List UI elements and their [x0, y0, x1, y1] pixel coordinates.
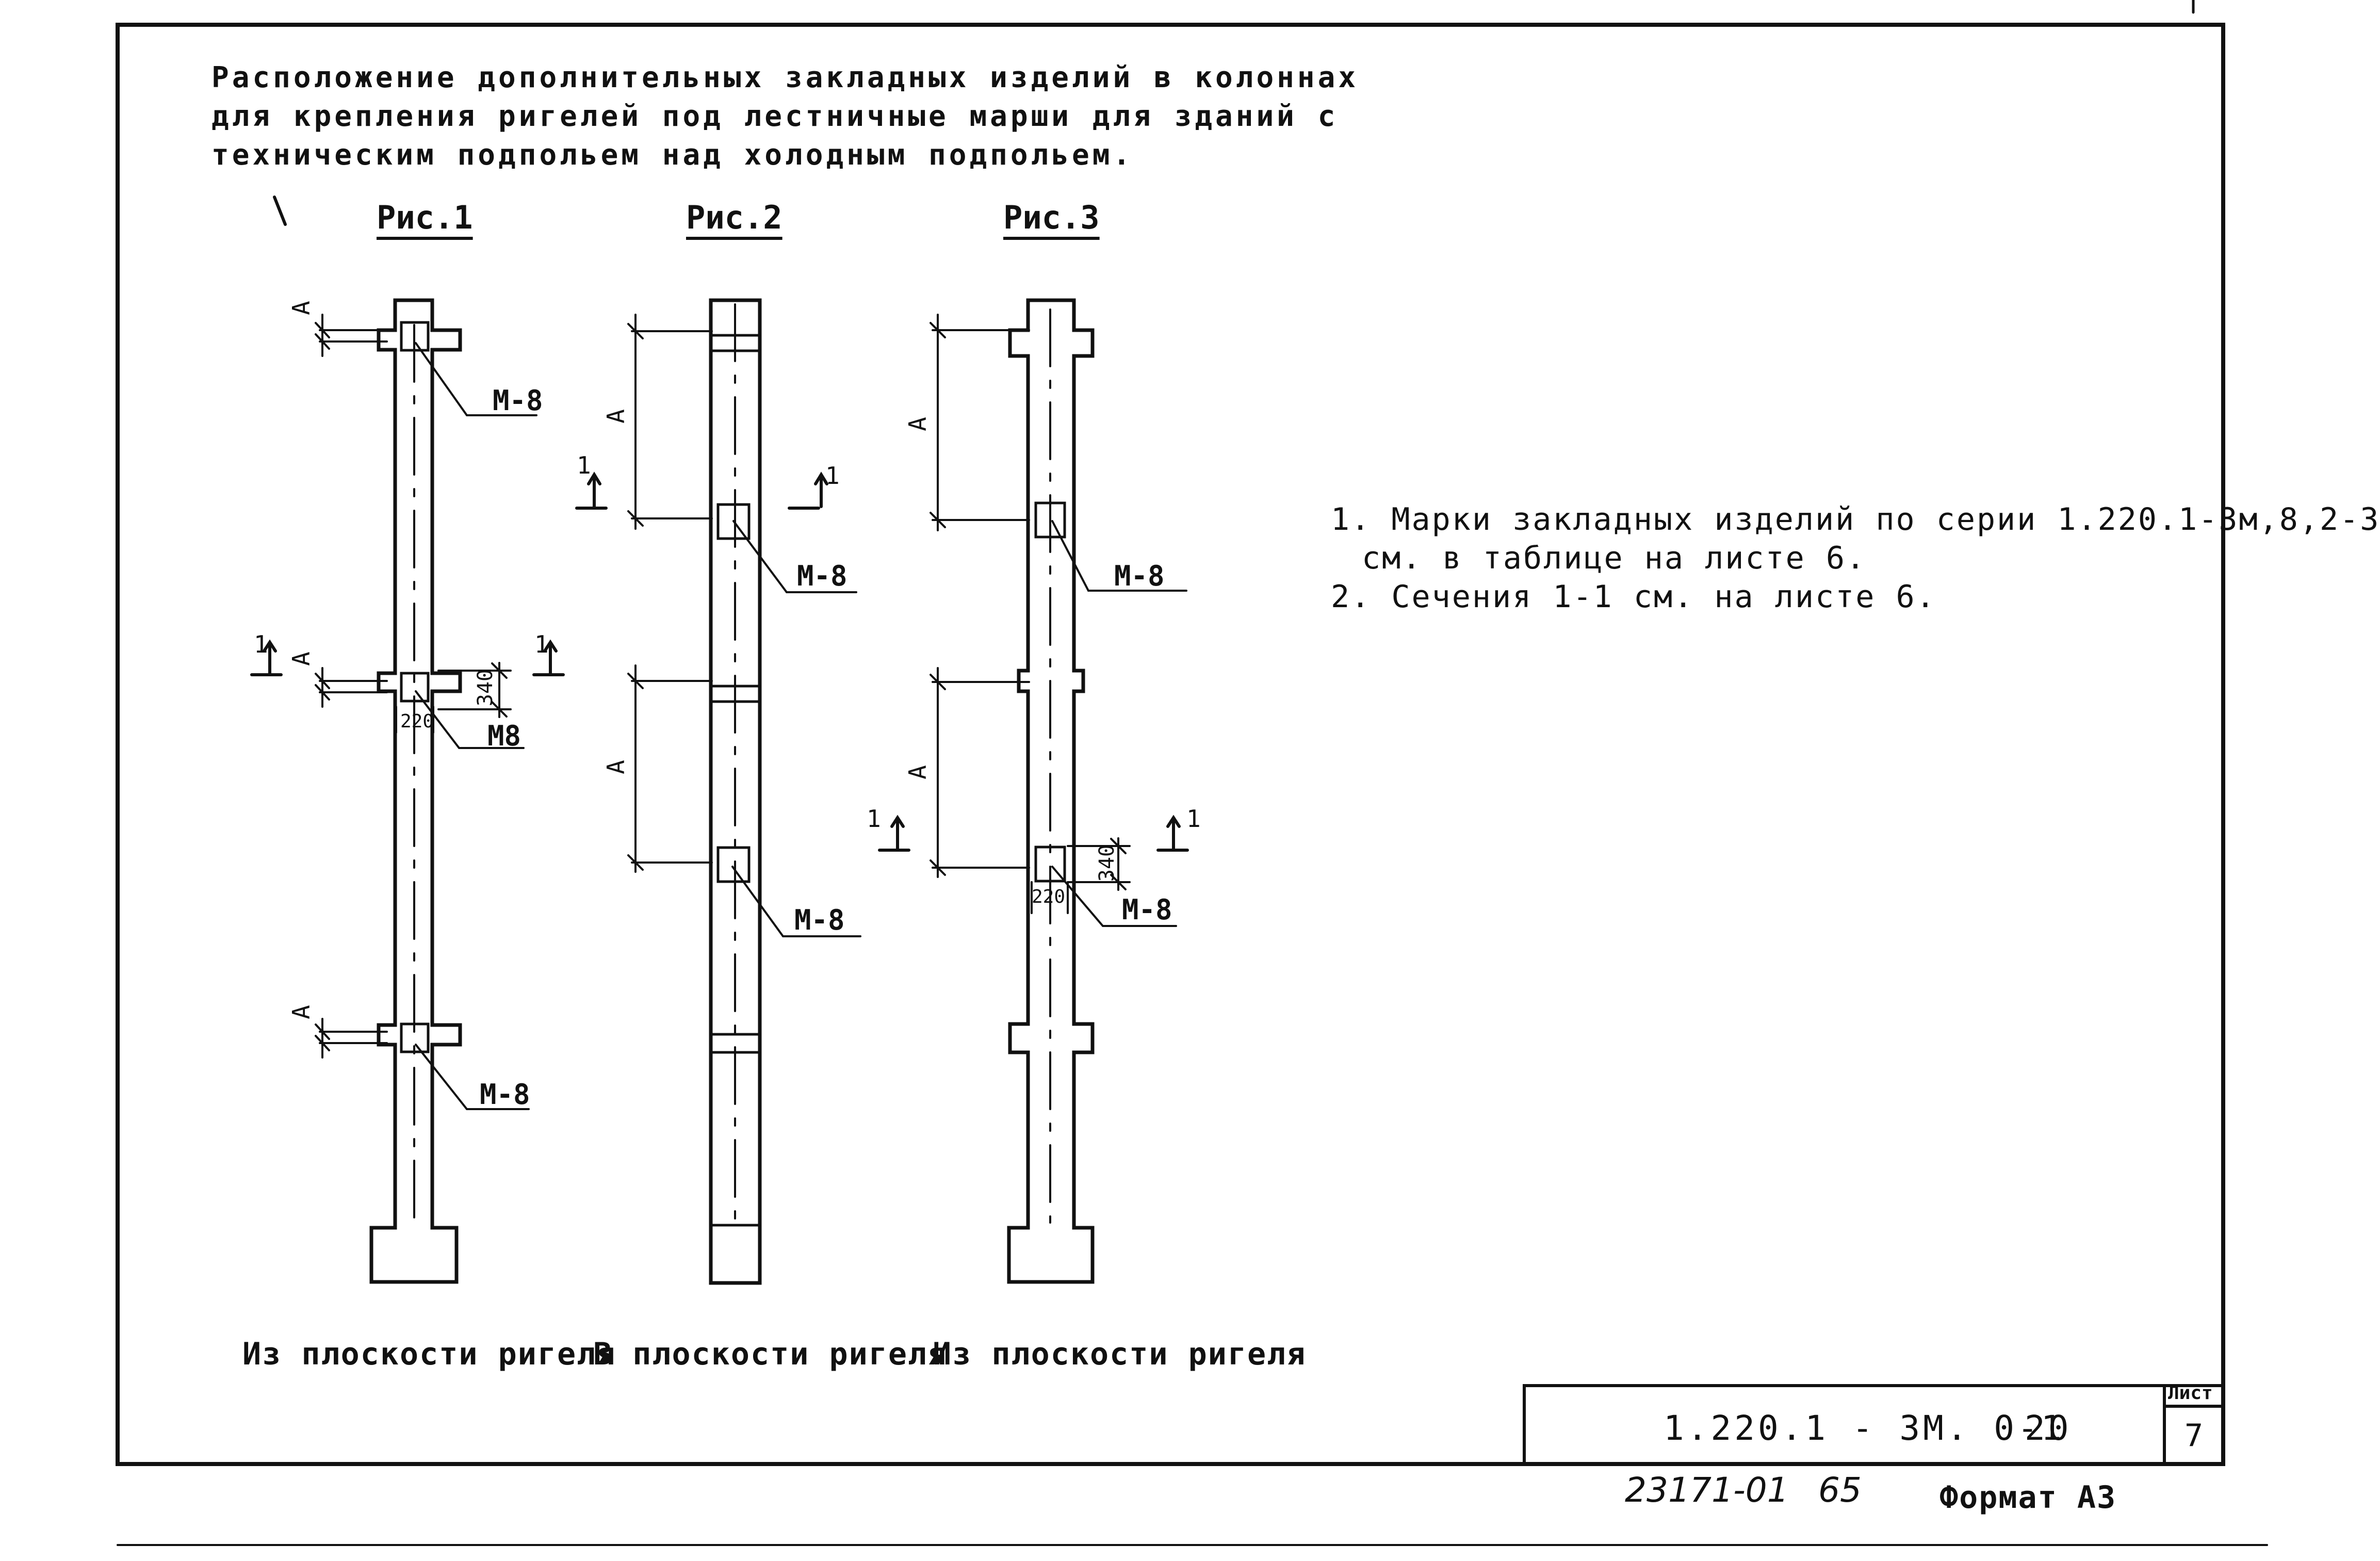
title-block-code: 1.220.1 - 3М. 0-1	[1664, 1408, 2065, 1448]
section-marks-fig3	[878, 815, 1189, 852]
fig1-section-mark-left: 1	[254, 630, 268, 658]
embedded-plates-fig3	[1034, 501, 1066, 883]
column-fig1	[369, 298, 462, 1284]
leaders-fig1	[415, 342, 537, 1110]
note-1-line-1: 1. Марки закладных изделий по серии 1.22…	[1331, 501, 2380, 538]
fig3-label-m8-top: M-8	[1114, 560, 1165, 592]
fig3-dim-A-bottom: A	[903, 765, 932, 779]
title-block-sheet-number: 7	[2185, 1418, 2207, 1454]
figure-2-title: Рис.2	[686, 199, 783, 236]
fig2-label-m8-top: M-8	[797, 560, 847, 592]
figure-3-caption: Из плоскости ригеля	[933, 1336, 1307, 1372]
column-fig2	[709, 298, 762, 1285]
fig3-dim-A-top: A	[903, 417, 932, 431]
dimension-A-fig1	[315, 314, 388, 1059]
dimension-A-fig2	[627, 314, 713, 873]
fig1-dim-A-top: A	[287, 301, 315, 315]
fig1-label-m8-middle: M8	[487, 720, 521, 752]
fig3-dim-340: 340	[1095, 844, 1119, 882]
fig3-section-mark-left: 1	[867, 805, 881, 833]
title-block-sheet-label: Лист	[2168, 1383, 2213, 1404]
fig2-dim-A-top: A	[601, 409, 630, 424]
fig1-dim-A-bottom: A	[287, 1005, 315, 1019]
drawing-title-line-1: Расположение дополнительных закладных из…	[211, 61, 1359, 94]
note-1-line-2: см. в таблице на листе 6.	[1362, 540, 1867, 576]
fig3-label-m8-bottom: M-8	[1122, 893, 1172, 926]
column-fig3	[1007, 298, 1095, 1284]
fig2-section-mark-left: 1	[577, 451, 591, 479]
figure-1-caption: Из плоскости ригеля	[242, 1336, 616, 1372]
figure-1-title: Рис.1	[377, 199, 473, 236]
fig1-section-mark-right: 1	[534, 630, 549, 658]
paper-format: Формат А3	[1939, 1479, 2117, 1516]
fig1-label-m8-bottom: M-8	[480, 1078, 530, 1111]
annotation-slash	[273, 196, 287, 226]
fig1-dim-A-middle: A	[287, 652, 315, 666]
fig2-label-m8-bottom: M-8	[794, 904, 845, 936]
figure-2-caption: В плоскости ригеля	[593, 1336, 948, 1372]
title-block-frame	[1523, 1384, 2225, 1466]
drawing-title-line-2: для крепления ригелей под лестничные мар…	[211, 100, 1339, 133]
title-block-number: 20	[2025, 1408, 2072, 1448]
fig2-dim-A-bottom: A	[601, 760, 630, 774]
fig1-dim-340: 340	[474, 669, 498, 707]
inventory-number: 23171-01	[1625, 1470, 1789, 1510]
section-marks-fig2	[575, 471, 828, 510]
fig2-section-mark-right: 1	[825, 462, 840, 490]
dimension-A-fig3	[930, 314, 1030, 878]
figure-3-title: Рис.3	[1003, 199, 1100, 236]
note-2: 2. Сечения 1-1 см. на листе 6.	[1331, 579, 1936, 615]
drawing-title-line-3: техническим подпольем над холодным подпо…	[211, 138, 1134, 172]
leaders-fig3	[1051, 520, 1187, 927]
embedded-plates-fig2	[716, 503, 751, 883]
section-marks-fig1	[250, 639, 565, 676]
fig1-dim-220: 220	[400, 711, 434, 732]
dimension-340-fig1	[395, 662, 512, 734]
fig1-label-m8-top: M-8	[493, 384, 543, 417]
drawing-sheet	[116, 0, 2268, 1546]
leaders-fig2	[731, 520, 861, 937]
fig3-section-mark-right: 1	[1186, 805, 1201, 833]
inventory-page: 65	[1818, 1470, 1862, 1510]
fig3-dim-220: 220	[1032, 886, 1066, 907]
embedded-plates-fig1	[400, 321, 430, 1053]
dimension-340-fig3	[1031, 837, 1131, 914]
